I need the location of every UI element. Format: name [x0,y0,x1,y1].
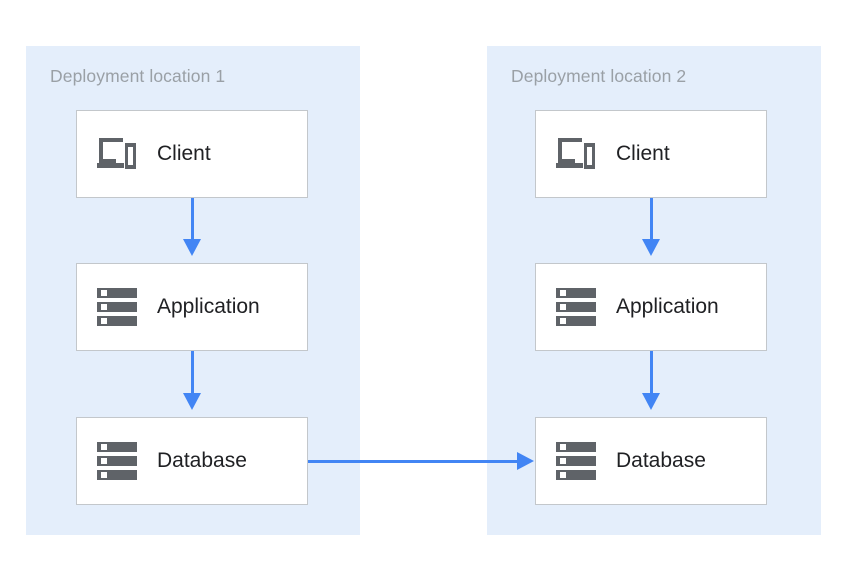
server-stack-icon [554,285,598,329]
node-database-2[interactable]: Database [535,417,767,505]
node-label-application-2: Application [616,295,719,318]
node-application-2[interactable]: Application [535,263,767,351]
zone-label-deployment-location-2: Deployment location 2 [511,66,687,86]
server-stack-icon [95,285,139,329]
arrowhead-app-1-to-database-1 [183,393,201,410]
connector-client-1-to-app-1 [190,198,194,240]
node-label-database-1: Database [157,449,247,472]
server-stack-icon [554,439,598,483]
server-stack-icon [95,439,139,483]
connector-app-2-to-database-2 [649,351,653,394]
node-label-database-2: Database [616,449,706,472]
node-label-application-1: Application [157,295,260,318]
node-application-1[interactable]: Application [76,263,308,351]
connector-database-1-to-database-2 [308,459,518,463]
arrowhead-app-2-to-database-2 [642,393,660,410]
connector-app-1-to-database-1 [190,351,194,394]
client-devices-icon [95,132,139,176]
zone-label-deployment-location-1: Deployment location 1 [50,66,226,86]
node-label-client-1: Client [157,142,211,165]
node-client-1[interactable]: Client [76,110,308,198]
connector-client-2-to-app-2 [649,198,653,240]
node-label-client-2: Client [616,142,670,165]
node-database-1[interactable]: Database [76,417,308,505]
arrowhead-client-2-to-app-2 [642,239,660,256]
arrowhead-database-1-to-database-2 [517,452,534,470]
client-devices-icon [554,132,598,176]
arrowhead-client-1-to-app-1 [183,239,201,256]
node-client-2[interactable]: Client [535,110,767,198]
